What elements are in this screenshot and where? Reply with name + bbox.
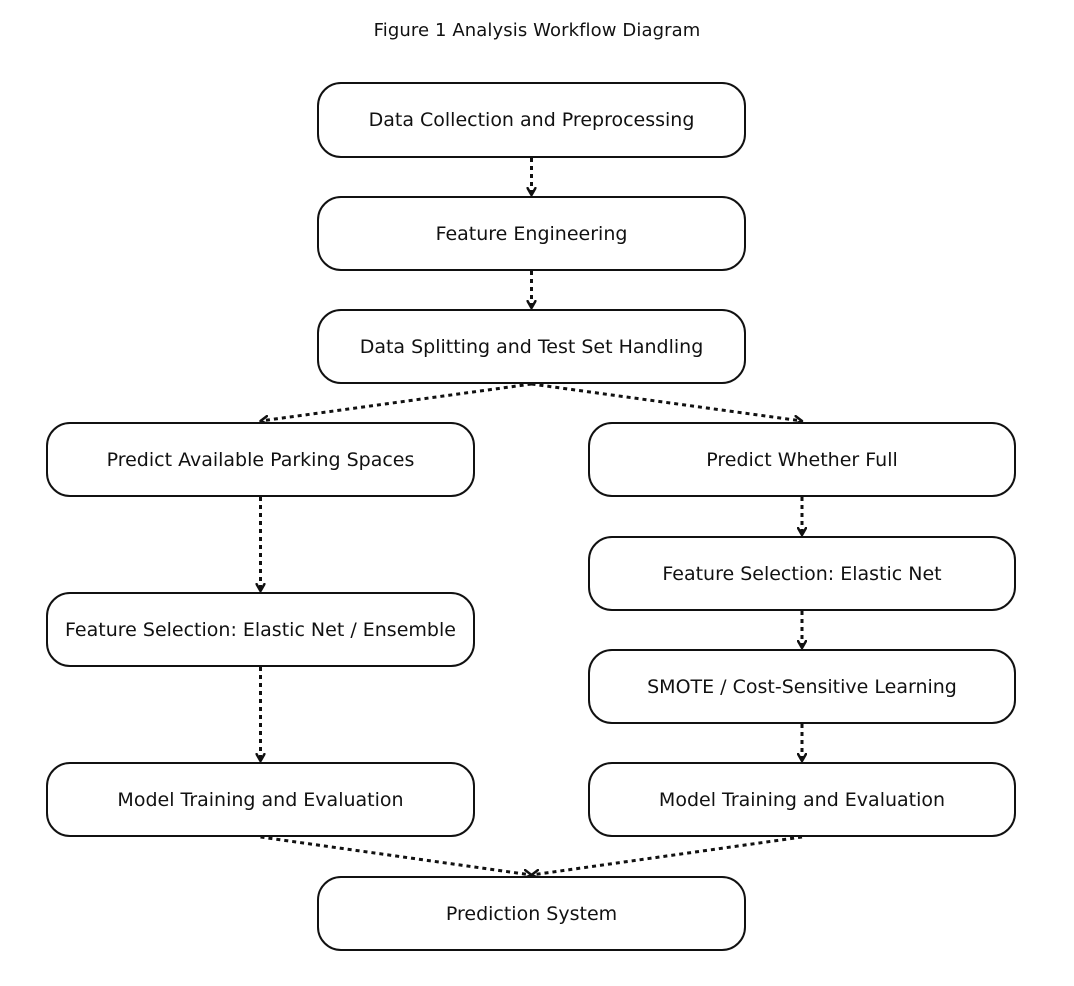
node-training-left: Model Training and Evaluation xyxy=(46,762,475,837)
node-predict-spaces: Predict Available Parking Spaces xyxy=(46,422,475,497)
node-feature-selection-right: Feature Selection: Elastic Net xyxy=(588,536,1016,611)
node-feature-engineering: Feature Engineering xyxy=(317,196,746,271)
connector-train_right-to-system xyxy=(532,835,803,875)
node-smote: SMOTE / Cost-Sensitive Learning xyxy=(588,649,1016,724)
node-predict-full: Predict Whether Full xyxy=(588,422,1016,497)
node-feature-selection-left: Feature Selection: Elastic Net / Ensembl… xyxy=(46,592,475,667)
connector-split-to-predict_full xyxy=(531,382,803,421)
figure-title: Figure 1 Analysis Workflow Diagram xyxy=(373,20,701,41)
connector-split-to-predict_spaces xyxy=(261,382,532,421)
connector-train_left-to-system xyxy=(260,835,532,875)
node-prediction-system: Prediction System xyxy=(317,876,746,951)
node-data-collection: Data Collection and Preprocessing xyxy=(317,82,746,158)
node-data-splitting: Data Splitting and Test Set Handling xyxy=(317,309,746,384)
node-training-right: Model Training and Evaluation xyxy=(588,762,1016,837)
